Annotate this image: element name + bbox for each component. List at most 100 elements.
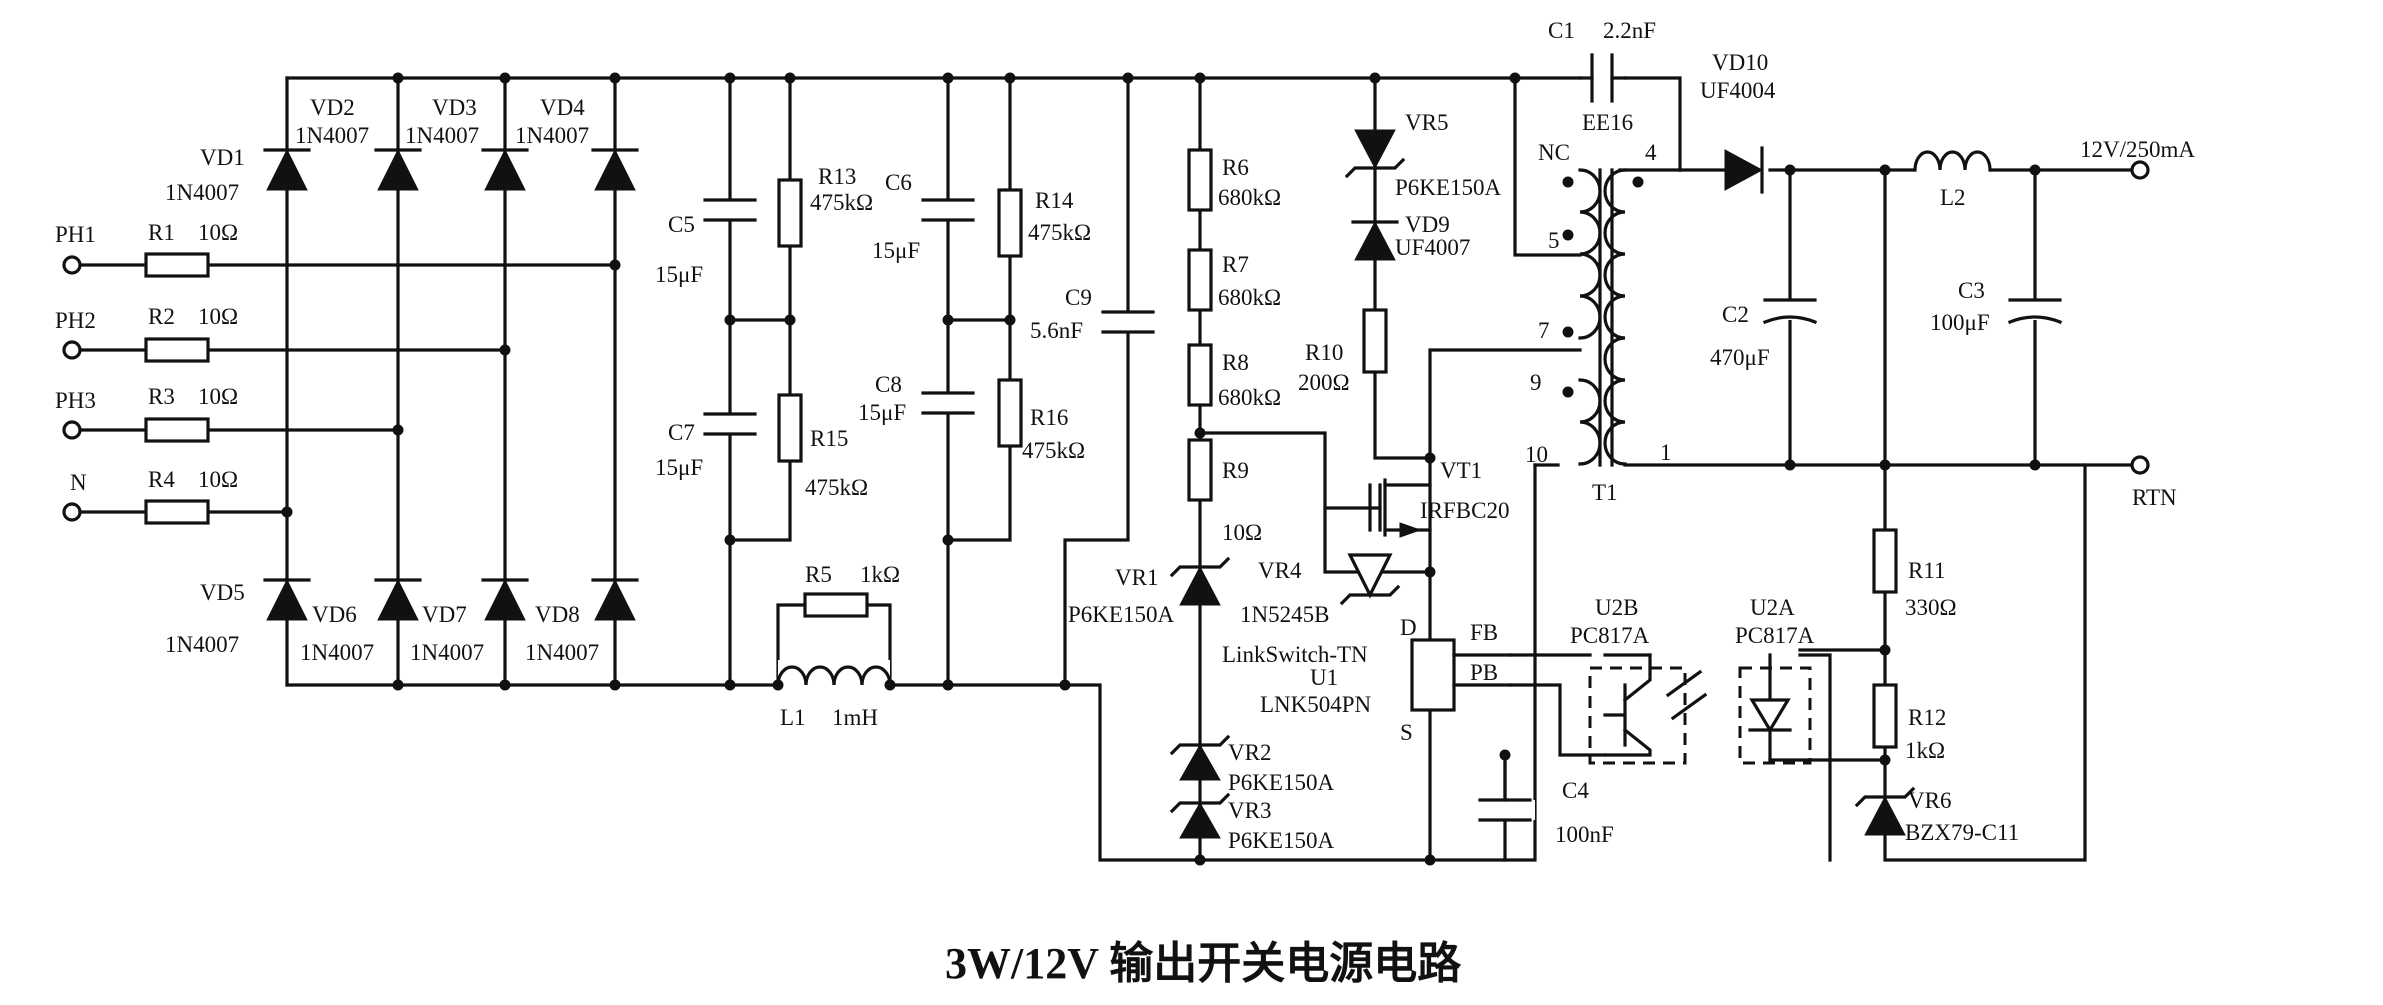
label-u2b: U2B	[1595, 595, 1638, 620]
label-u1-value: LNK504PN	[1260, 692, 1372, 717]
label-vd1: VD1	[200, 145, 245, 170]
label-r8-value: 680kΩ	[1218, 385, 1281, 410]
inductor-l1	[776, 660, 892, 690]
mosfet-vt1	[1368, 478, 1432, 538]
label-pin-d: D	[1400, 615, 1417, 640]
diode-vd9	[1351, 220, 1399, 261]
label-c3-value: 100μF	[1930, 310, 1990, 335]
label-u2a-value: PC817A	[1735, 623, 1815, 648]
label-vd4-value: 1N4007	[515, 123, 589, 148]
label-r8: R8	[1222, 350, 1249, 375]
label-vd9-value: UF4007	[1395, 235, 1470, 260]
label-r1: R1	[148, 220, 175, 245]
bridge-diodes	[263, 148, 639, 621]
resistors	[144, 148, 1898, 749]
diode-vd10	[1724, 146, 1764, 194]
capacitor-c7	[700, 412, 760, 436]
label-c1-value: 2.2nF	[1603, 18, 1656, 43]
label-pin-9: 9	[1530, 370, 1542, 395]
label-pin-5: 5	[1548, 228, 1560, 253]
label-pin-7: 7	[1538, 318, 1550, 343]
label-vd5-value: 1N4007	[165, 632, 239, 657]
label-vd3: VD3	[432, 95, 477, 120]
label-vr3: VR3	[1228, 798, 1271, 823]
inductor-l2	[1913, 145, 1992, 175]
diode-vd2	[374, 148, 422, 191]
capacitor-c3	[2005, 298, 2065, 325]
resistor-r2	[144, 337, 210, 363]
resistor-r7	[1187, 248, 1213, 312]
label-ee16: EE16	[1582, 110, 1633, 135]
label-vr4: VR4	[1258, 558, 1302, 583]
label-vd8-value: 1N4007	[525, 640, 599, 665]
transformer-t1	[1562, 168, 1644, 467]
resistor-r1	[144, 252, 210, 278]
label-c3: C3	[1958, 278, 1985, 303]
diode-vd7	[481, 578, 529, 621]
label-pin-10: 10	[1525, 442, 1548, 467]
label-r11: R11	[1908, 558, 1946, 583]
label-r12: R12	[1908, 705, 1946, 730]
zener-vr5	[1344, 129, 1406, 179]
resistor-r9	[1187, 438, 1213, 502]
label-vd10-value: UF4004	[1700, 78, 1776, 103]
label-vt1-value: IRFBC20	[1420, 498, 1509, 523]
label-c2: C2	[1722, 302, 1749, 327]
label-c9-value: 5.6nF	[1030, 318, 1083, 343]
resistor-r13	[777, 178, 803, 248]
label-r16: R16	[1030, 405, 1068, 430]
label-vd3-value: 1N4007	[405, 123, 479, 148]
inductors	[776, 145, 1992, 690]
label-vr4-value: 1N5245B	[1240, 602, 1329, 627]
capacitor-c5	[700, 198, 760, 222]
label-vd5: VD5	[200, 580, 245, 605]
label-pin-4: 4	[1645, 140, 1657, 165]
label-r6-value: 680kΩ	[1218, 185, 1281, 210]
label-r2: R2	[148, 304, 175, 329]
label-r4: R4	[148, 467, 175, 492]
label-vr3-value: P6KE150A	[1228, 828, 1334, 853]
optocoupler-u2a	[1738, 666, 1812, 765]
label-vr5: VR5	[1405, 110, 1448, 135]
label-vr6-value: BZX79-C11	[1905, 820, 2019, 845]
label-r9: R9	[1222, 458, 1249, 483]
resistor-r8	[1187, 343, 1213, 407]
label-r15: R15	[810, 426, 848, 451]
label-pin-pb: PB	[1470, 660, 1498, 685]
label-vt1: VT1	[1440, 458, 1482, 483]
ic-u1	[1410, 638, 1512, 712]
label-pin-s: S	[1400, 720, 1413, 745]
label-r14-value: 475kΩ	[1028, 220, 1091, 245]
label-c6: C6	[885, 170, 912, 195]
zener-vr4	[1339, 553, 1401, 606]
label-t1: T1	[1592, 480, 1618, 505]
label-r7: R7	[1222, 252, 1249, 277]
label-r11-value: 330Ω	[1905, 595, 1957, 620]
capacitor-c4	[1475, 753, 1535, 822]
diode-vd8	[591, 578, 639, 621]
label-r4-value: 10Ω	[198, 467, 238, 492]
label-r7-value: 680kΩ	[1218, 285, 1281, 310]
label-pin-fb: FB	[1470, 620, 1498, 645]
diode-vd1	[263, 148, 311, 191]
label-r5-value: 1kΩ	[860, 562, 900, 587]
label-r2-value: 10Ω	[198, 304, 238, 329]
label-r10: R10	[1305, 340, 1343, 365]
label-vd6-value: 1N4007	[300, 640, 374, 665]
zener-vr1	[1169, 556, 1231, 606]
label-c8-value: 15μF	[858, 400, 906, 425]
label-c7-value: 15μF	[655, 455, 703, 480]
capacitor-c2	[1760, 298, 1820, 325]
label-ph1: PH1	[55, 222, 96, 247]
label-vd1-value: 1N4007	[165, 180, 239, 205]
label-r14: R14	[1035, 188, 1074, 213]
label-nc: NC	[1538, 140, 1570, 165]
label-c8: C8	[875, 372, 902, 397]
label-r10-value: 200Ω	[1298, 370, 1350, 395]
label-vd6: VD6	[312, 602, 357, 627]
capacitors	[700, 50, 2065, 822]
label-c1: C1	[1548, 18, 1575, 43]
label-c7: C7	[668, 420, 695, 445]
label-vr2: VR2	[1228, 740, 1271, 765]
